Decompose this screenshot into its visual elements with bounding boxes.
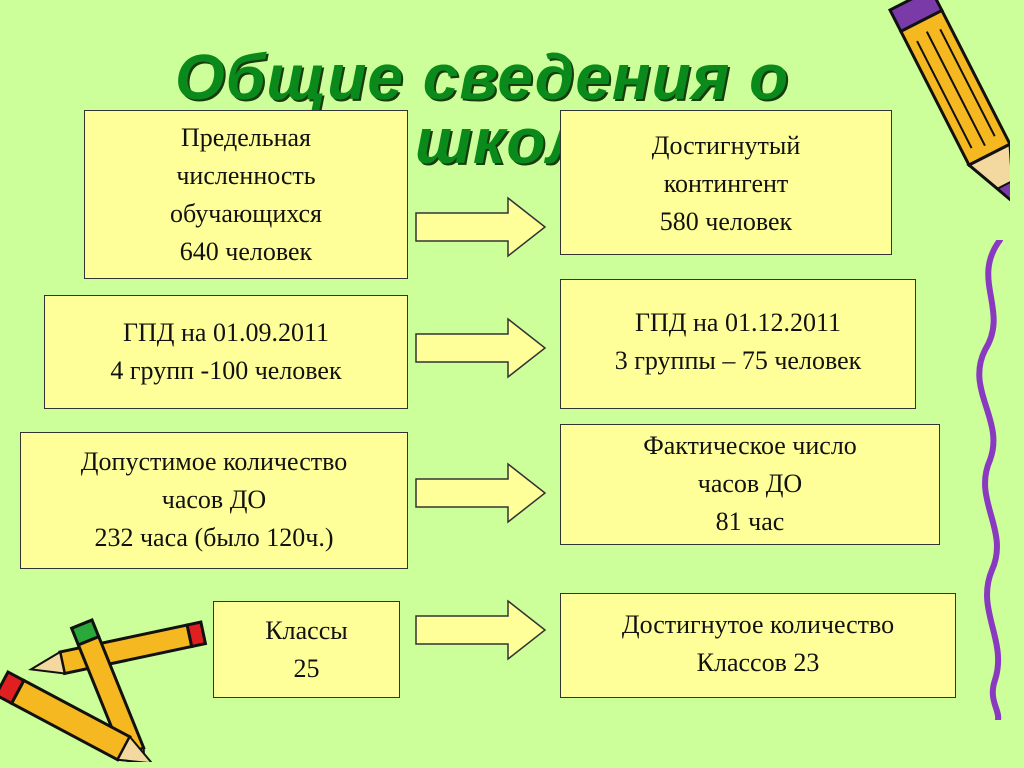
box-enrollment-line-2: контингент [663,169,789,198]
squiggle-line-icon [976,240,1003,720]
box-gpd-dec: ГПД на 01.12.2011 3 группы – 75 человек [560,279,916,409]
box-hours-allowed-line-3: 232 часа (было 120ч.) [94,523,334,552]
pencil-icon [887,0,1010,207]
box-hours-actual-line-3: 81 час [715,507,785,536]
pencils-icon [0,618,208,762]
arrow-right-icon [415,317,547,379]
box-capacity-line-3: обучающихся [170,199,322,228]
box-capacity-line-4: 640 человек [179,237,313,266]
box-hours-actual-line-1: Фактическое число [643,431,857,460]
box-classes-line-2: 25 [293,654,320,683]
box-classes-achieved-line-1: Достигнутое количество [621,610,895,639]
box-classes-line-1: Классы [265,616,348,645]
box-gpd-sept-line-1: ГПД на 01.09.2011 [122,318,330,347]
box-capacity-line-1: Предельная [181,123,311,152]
box-hours-allowed: Допустимое количество часов ДО 232 часа … [20,432,408,569]
box-hours-actual: Фактическое число часов ДО 81 час [560,424,940,545]
box-enrollment-line-1: Достигнутый [651,131,801,160]
arrow-right-icon [415,196,547,258]
box-gpd-sept-line-2: 4 групп -100 человек [110,356,342,385]
box-gpd-dec-line-2: 3 группы – 75 человек [614,346,862,375]
box-gpd-sept: ГПД на 01.09.2011 4 групп -100 человек [44,295,408,409]
box-hours-actual-line-2: часов ДО [697,469,803,498]
box-classes: Классы 25 [213,601,400,698]
box-hours-allowed-line-2: часов ДО [161,485,267,514]
box-enrollment-line-3: 580 человек [659,207,793,236]
box-enrollment: Достигнутый контингент 580 человек [560,110,892,255]
box-capacity-line-2: численность [176,161,316,190]
box-classes-achieved-line-2: Классов 23 [696,648,820,677]
box-classes-achieved: Достигнутое количество Классов 23 [560,593,956,698]
arrow-right-icon [415,599,547,661]
arrow-right-icon [415,462,547,524]
box-gpd-dec-line-1: ГПД на 01.12.2011 [634,308,842,337]
box-hours-allowed-line-1: Допустимое количество [80,447,348,476]
box-capacity: Предельная численность обучающихся 640 ч… [84,110,408,279]
slide-title-line-1: Общие сведения о [175,41,790,113]
